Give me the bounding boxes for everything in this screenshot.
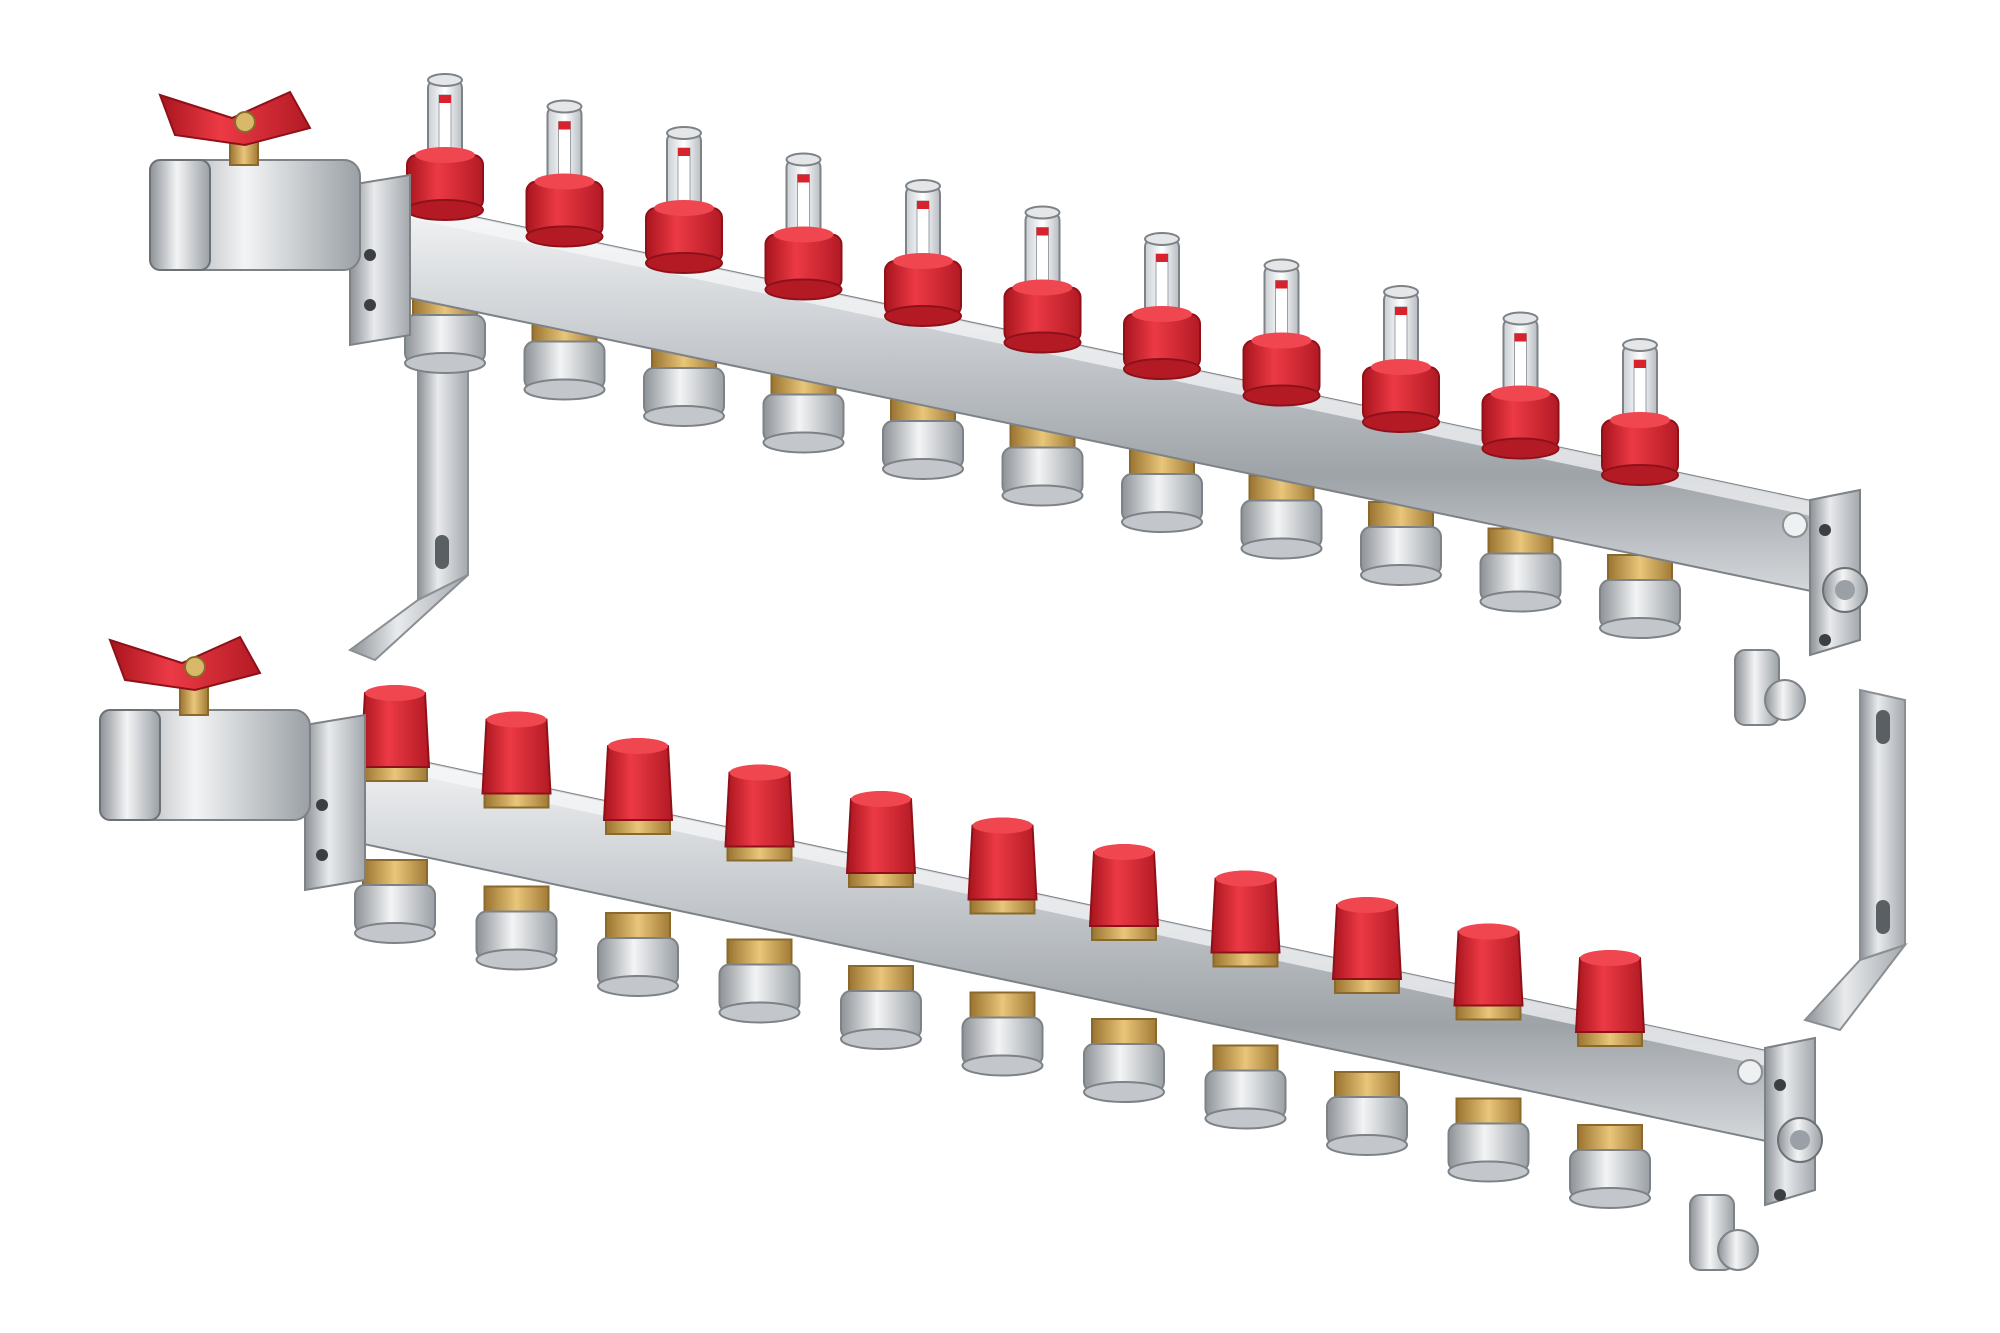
flow-meter-icon[interactable] [406, 73, 484, 221]
valve-cap-icon[interactable] [1453, 923, 1524, 1021]
outlet-fitting [1360, 501, 1442, 586]
supply-end-plate [1734, 488, 1868, 726]
air-vent-icon [1737, 1059, 1763, 1085]
flow-meter-icon[interactable] [764, 152, 843, 301]
flow-meter-icon[interactable] [1481, 311, 1560, 460]
valve-cap-icon[interactable] [602, 738, 674, 835]
air-vent-icon [1782, 512, 1808, 538]
flow-meter-icon[interactable] [1003, 205, 1082, 354]
return-ball-valve[interactable] [99, 635, 311, 821]
flow-meter-icon[interactable] [1362, 285, 1440, 433]
flow-meter-icon[interactable] [645, 126, 723, 274]
valve-cap-icon[interactable] [967, 817, 1038, 915]
valve-caps [359, 685, 1646, 1047]
flow-meter-icon[interactable] [1123, 232, 1201, 380]
outlet-fitting [1083, 1018, 1165, 1103]
outlet-fitting [1204, 1044, 1287, 1130]
outlet-fitting [840, 965, 922, 1050]
outlet-fitting [597, 912, 679, 997]
supply-left-plate [349, 173, 411, 347]
valve-cap-icon[interactable] [359, 685, 431, 782]
valve-cap-icon[interactable] [1210, 870, 1281, 968]
valve-cap-icon[interactable] [1088, 844, 1160, 941]
outlet-fitting [718, 938, 801, 1024]
flow-meters [406, 73, 1679, 486]
outlet-fitting [475, 885, 558, 971]
flow-meter-icon[interactable] [1242, 258, 1321, 407]
outlet-fitting [961, 991, 1044, 1077]
valve-cap-icon[interactable] [481, 711, 552, 809]
outlet-fitting [1121, 448, 1203, 533]
right-bracket [1803, 688, 1908, 1032]
valve-cap-icon[interactable] [1574, 950, 1646, 1047]
left-bracket [347, 329, 469, 662]
outlet-fitting [1569, 1124, 1651, 1209]
return-outlet-fittings [354, 859, 1651, 1209]
supply-ball-valve[interactable] [149, 90, 361, 271]
return-end-plate [1689, 1036, 1823, 1271]
flow-meter-icon[interactable] [884, 179, 962, 327]
valve-cap-icon[interactable] [724, 764, 795, 862]
outlet-fitting [1479, 527, 1562, 613]
outlet-fitting [354, 859, 436, 944]
valve-cap-icon[interactable] [1331, 897, 1403, 994]
valve-cap-icon[interactable] [845, 791, 917, 888]
return-left-plate [304, 713, 366, 892]
outlet-fitting [1326, 1071, 1408, 1156]
flow-meter-icon[interactable] [1601, 338, 1679, 486]
supply-manifold [394, 73, 1831, 639]
return-manifold [344, 685, 1786, 1209]
flow-meter-icon[interactable] [525, 99, 604, 248]
outlet-fitting [1447, 1097, 1530, 1183]
outlet-fitting [1240, 474, 1323, 560]
outlet-fitting [1599, 554, 1681, 639]
